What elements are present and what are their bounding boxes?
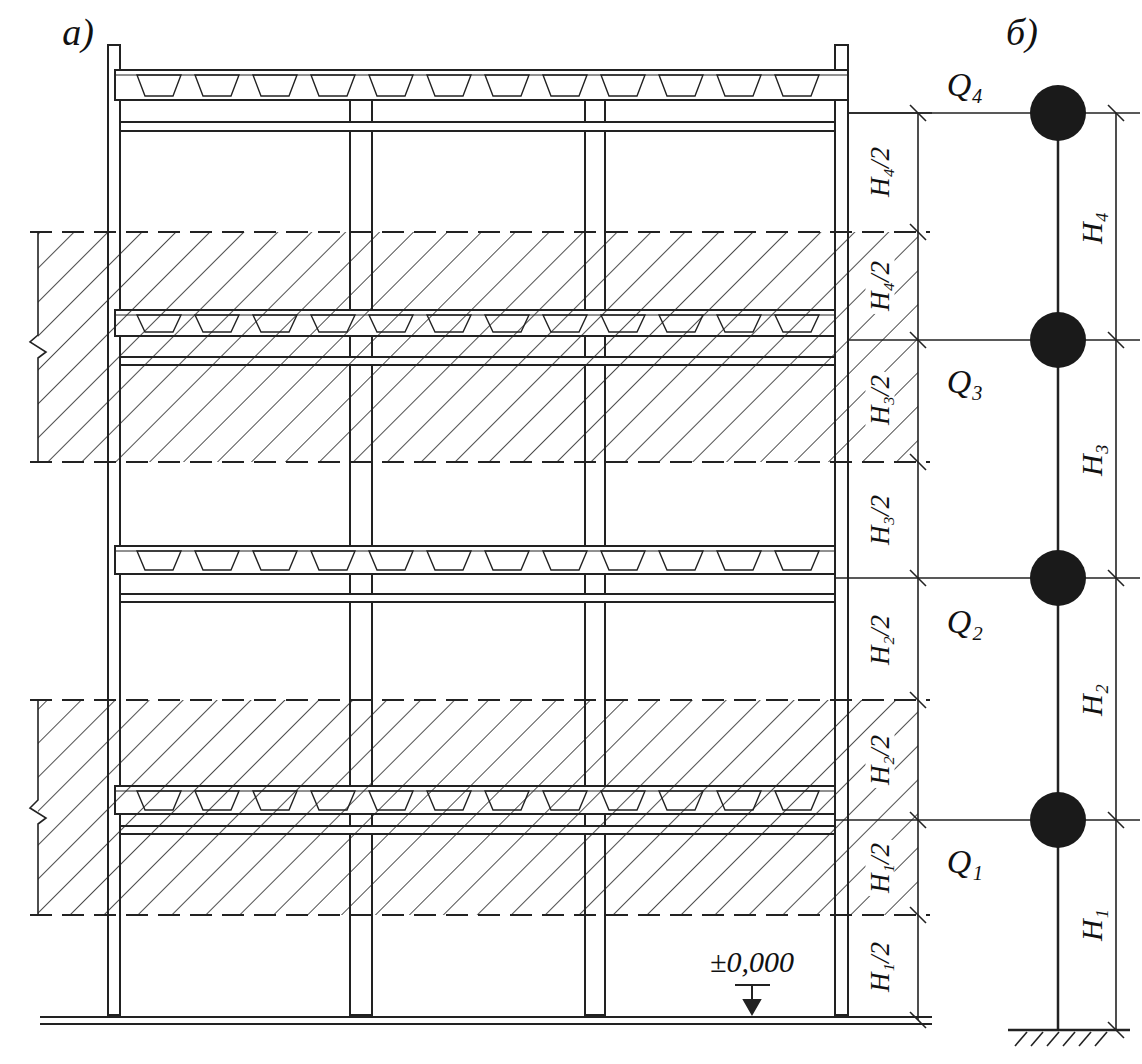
slab-void <box>427 551 471 570</box>
dimension-label: H₁/2 <box>866 840 895 896</box>
level-label: ±0,000 <box>707 946 797 978</box>
slab-void <box>717 551 761 570</box>
slab-topping <box>115 551 835 552</box>
slab-void <box>775 75 819 96</box>
slab-topping <box>115 75 848 76</box>
ground-line <box>40 1017 932 1024</box>
height-label: H₃ <box>1076 441 1108 479</box>
panel-letter: а) <box>59 12 97 52</box>
slab-void <box>137 551 181 570</box>
slab-void <box>311 551 355 570</box>
panel-letter: б) <box>1003 12 1041 52</box>
dimension-label: H₄/2 <box>866 144 895 200</box>
dimension-label: H₁/2 <box>866 939 895 995</box>
slab-void <box>311 75 355 96</box>
slab-void <box>659 75 703 96</box>
slab <box>115 70 848 100</box>
dimension-lines <box>835 105 1140 1028</box>
slab-void <box>543 551 587 570</box>
dimension-label: H₃/2 <box>866 372 895 428</box>
hatched-zones <box>30 232 930 915</box>
slab-void <box>659 551 703 570</box>
slab-void <box>485 551 529 570</box>
slab-void <box>369 551 413 570</box>
dimension-label: H₃/2 <box>866 492 895 548</box>
slab <box>115 546 835 574</box>
mass-label: Q₂ <box>944 604 986 640</box>
slab-void <box>775 551 819 570</box>
dimension-label: H₂/2 <box>866 612 895 668</box>
mass-label: Q₃ <box>944 364 986 400</box>
slab-void <box>369 75 413 96</box>
dimension-label: H₄/2 <box>866 258 895 314</box>
slab-void <box>601 75 645 96</box>
slab-void <box>601 551 645 570</box>
dimension-label: H₂/2 <box>866 732 895 788</box>
lumped-mass-model <box>1008 85 1130 1046</box>
slab-void <box>137 75 181 96</box>
mass-label: Q₁ <box>944 844 986 880</box>
slab-void <box>717 75 761 96</box>
slab-void <box>195 551 239 570</box>
height-label: H₄ <box>1076 209 1108 247</box>
slab-void <box>485 75 529 96</box>
mass-label: Q₄ <box>944 67 986 103</box>
slab-void <box>253 551 297 570</box>
slab-void <box>543 75 587 96</box>
level-mark <box>735 985 770 1014</box>
slab-void <box>195 75 239 96</box>
height-label: H₂ <box>1076 681 1108 719</box>
height-label: H₁ <box>1076 906 1108 944</box>
slab-void <box>427 75 471 96</box>
slab-void <box>253 75 297 96</box>
